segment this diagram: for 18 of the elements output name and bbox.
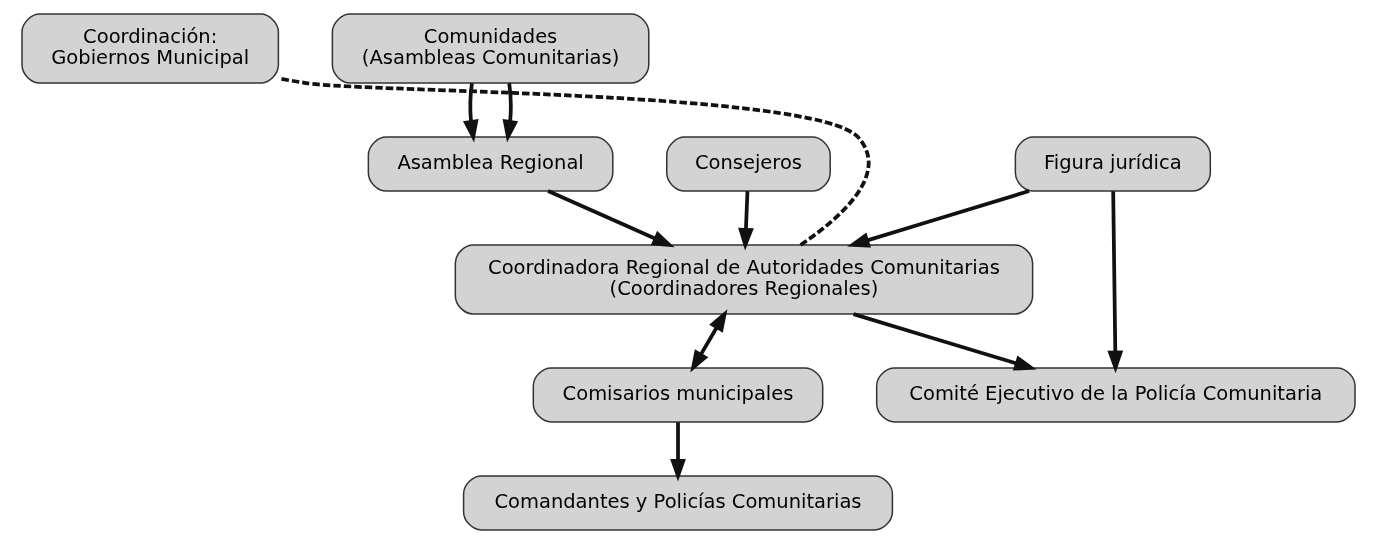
node-box: Consejeros bbox=[665, 136, 831, 192]
arrow bbox=[737, 191, 754, 251]
node-box: Comunidades (Asambleas Comunitarias) bbox=[331, 13, 649, 84]
arrow bbox=[462, 82, 479, 143]
arrow bbox=[846, 189, 1030, 248]
node-box: Asamblea Regional bbox=[367, 136, 614, 192]
node-box: Comandantes y Policías Comunitarias bbox=[462, 475, 893, 531]
node-box: Comité Ejecutivo de la Policía Comunitaria bbox=[875, 367, 1356, 423]
node-box: Coordinación: Gobiernos Municipal bbox=[20, 13, 279, 84]
arrow bbox=[689, 309, 727, 373]
arrow bbox=[669, 422, 686, 482]
arrow bbox=[546, 189, 675, 248]
arrow bbox=[502, 82, 518, 143]
arrow bbox=[1106, 191, 1123, 374]
node-box: Comisarios municipales bbox=[532, 367, 823, 423]
node-box: Figura jurídica bbox=[1014, 136, 1211, 192]
node-box: Coordinadora Regional de Autoridades Comunitarias (Coordinadores Regionales) bbox=[454, 244, 1033, 315]
arrow bbox=[852, 312, 1037, 371]
